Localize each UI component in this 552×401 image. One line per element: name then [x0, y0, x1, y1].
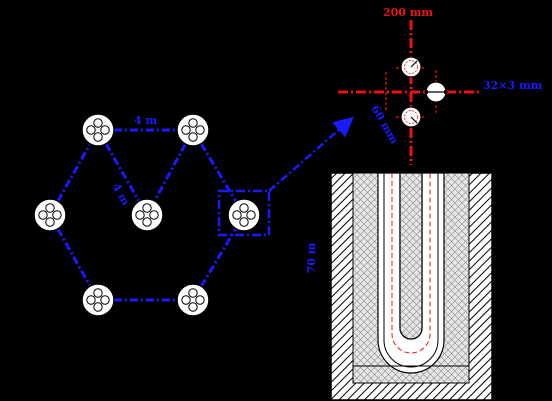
- borehole-icon: [81, 283, 115, 317]
- borehole-icon: [130, 198, 164, 232]
- arrow-icon: [268, 116, 354, 192]
- borehole-icon: [176, 283, 210, 317]
- detail-selection-box: [217, 189, 271, 237]
- depth-label: 70 m: [305, 242, 318, 273]
- borehole-icon: [33, 198, 67, 232]
- borehole-array: [33, 113, 261, 317]
- borehole-icon: [176, 113, 210, 147]
- pipe-size-label: 32×3 mm: [483, 79, 543, 92]
- borehole-icon: [227, 198, 261, 232]
- spacing-top-label: 4 m: [134, 114, 157, 127]
- borehole-section: [330, 172, 493, 401]
- well-spacing-label: 200 mm: [383, 6, 433, 19]
- spacing-diag-label: 4 m: [109, 181, 132, 208]
- borehole-icon: [81, 113, 115, 147]
- pipe-layout-detail: [338, 20, 480, 165]
- pipe-gap-label: 60 mm: [368, 103, 401, 147]
